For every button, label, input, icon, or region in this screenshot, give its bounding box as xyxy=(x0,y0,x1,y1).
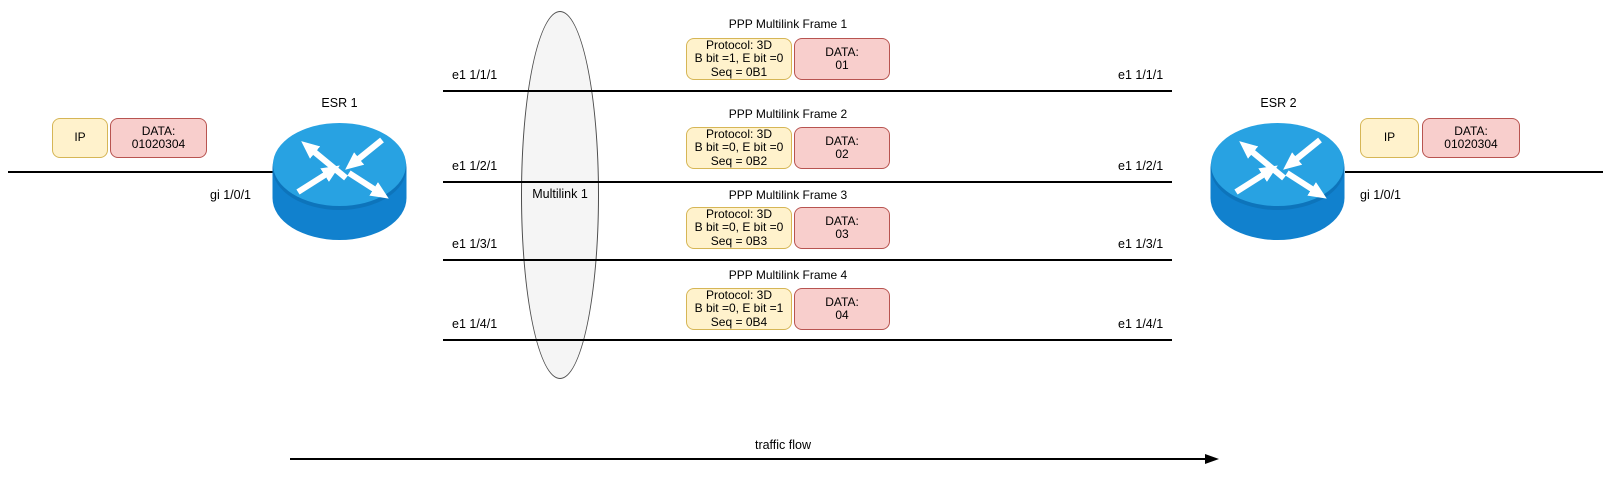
frame4-title: PPP Multilink Frame 4 xyxy=(728,268,848,282)
left-ip-header-box: IP xyxy=(52,118,108,158)
frame3-protocol: Protocol: 3D xyxy=(705,206,773,221)
multilink-bundle-ellipse xyxy=(521,11,599,379)
frame1-seq: Seq = 0B1 xyxy=(710,64,768,79)
frame3-data-box: DATA: 03 xyxy=(794,207,890,249)
frame3-bits: B bit =0, E bit =0 xyxy=(694,220,784,235)
right-port-label-2: e1 1/2/1 xyxy=(1118,159,1164,173)
right-port-label-1: e1 1/1/1 xyxy=(1118,68,1164,82)
right-gi-link-line xyxy=(1345,171,1603,173)
esr1-label: ESR 1 xyxy=(321,96,358,110)
frame1-protocol-box: Protocol: 3D B bit =1, E bit =0 Seq = 0B… xyxy=(686,38,792,80)
left-data-value: 01020304 xyxy=(131,137,186,151)
frame3-title: PPP Multilink Frame 3 xyxy=(728,188,848,202)
left-port-label-4: e1 1/4/1 xyxy=(452,317,498,331)
esr2-label: ESR 2 xyxy=(1260,96,1297,110)
frame2-title: PPP Multilink Frame 2 xyxy=(728,107,848,121)
frame1-data-value: 01 xyxy=(835,58,849,72)
frame4-data-box: DATA: 04 xyxy=(794,288,890,330)
left-port-label-3: e1 1/3/1 xyxy=(452,237,498,251)
frame2-data-label: DATA: xyxy=(825,133,859,148)
traffic-flow-arrowhead-icon xyxy=(1205,454,1219,464)
frame3-data-value: 03 xyxy=(835,227,849,241)
right-ip-header-label: IP xyxy=(1383,130,1396,145)
left-gi-link-line xyxy=(8,171,274,173)
frame1-protocol: Protocol: 3D xyxy=(705,37,773,52)
frame1-data-label: DATA: xyxy=(825,44,859,59)
left-port-label-2: e1 1/2/1 xyxy=(452,159,498,173)
frame3-protocol-box: Protocol: 3D B bit =0, E bit =0 Seq = 0B… xyxy=(686,207,792,249)
frame4-protocol: Protocol: 3D xyxy=(705,287,773,302)
right-ip-header-box: IP xyxy=(1360,118,1419,158)
esr2-router-icon xyxy=(1210,123,1345,240)
frame2-protocol-box: Protocol: 3D B bit =0, E bit =0 Seq = 0B… xyxy=(686,127,792,169)
left-gi-interface-label: gi 1/0/1 xyxy=(210,188,252,202)
member-link-line-2 xyxy=(443,181,1172,183)
left-ip-header-label: IP xyxy=(74,130,86,145)
right-port-label-3: e1 1/3/1 xyxy=(1118,237,1164,251)
frame4-seq: Seq = 0B4 xyxy=(710,314,768,329)
right-gi-interface-label: gi 1/0/1 xyxy=(1360,188,1402,202)
frame1-title: PPP Multilink Frame 1 xyxy=(728,17,848,31)
esr1-router-icon xyxy=(272,123,407,240)
frame4-bits: B bit =0, E bit =1 xyxy=(694,301,784,316)
left-data-box: DATA: 01020304 xyxy=(110,118,207,158)
left-port-label-1: e1 1/1/1 xyxy=(452,68,498,82)
frame4-data-label: DATA: xyxy=(825,294,859,309)
frame3-seq: Seq = 0B3 xyxy=(710,233,768,248)
frame2-bits: B bit =0, E bit =0 xyxy=(694,140,784,155)
frame3-data-label: DATA: xyxy=(825,213,859,228)
frame4-data-value: 04 xyxy=(835,308,849,322)
frame1-bits: B bit =1, E bit =0 xyxy=(694,51,784,66)
traffic-flow-line xyxy=(290,458,1206,460)
frame2-seq: Seq = 0B2 xyxy=(710,153,768,168)
traffic-flow-label: traffic flow xyxy=(754,438,812,452)
member-link-line-4 xyxy=(443,339,1172,341)
frame1-data-box: DATA: 01 xyxy=(794,38,890,80)
left-data-label: DATA: xyxy=(141,123,176,138)
multilink-label: Multilink 1 xyxy=(532,187,588,201)
right-port-label-4: e1 1/4/1 xyxy=(1118,317,1164,331)
frame2-data-value: 02 xyxy=(835,147,849,161)
right-data-box: DATA: 01020304 xyxy=(1422,118,1520,158)
member-link-line-3 xyxy=(443,259,1172,261)
right-data-value: 01020304 xyxy=(1444,137,1498,151)
frame2-data-box: DATA: 02 xyxy=(794,127,890,169)
frame2-protocol: Protocol: 3D xyxy=(705,126,773,141)
member-link-line-1 xyxy=(443,90,1172,92)
right-data-label: DATA: xyxy=(1454,123,1488,138)
frame4-protocol-box: Protocol: 3D B bit =0, E bit =1 Seq = 0B… xyxy=(686,288,792,330)
